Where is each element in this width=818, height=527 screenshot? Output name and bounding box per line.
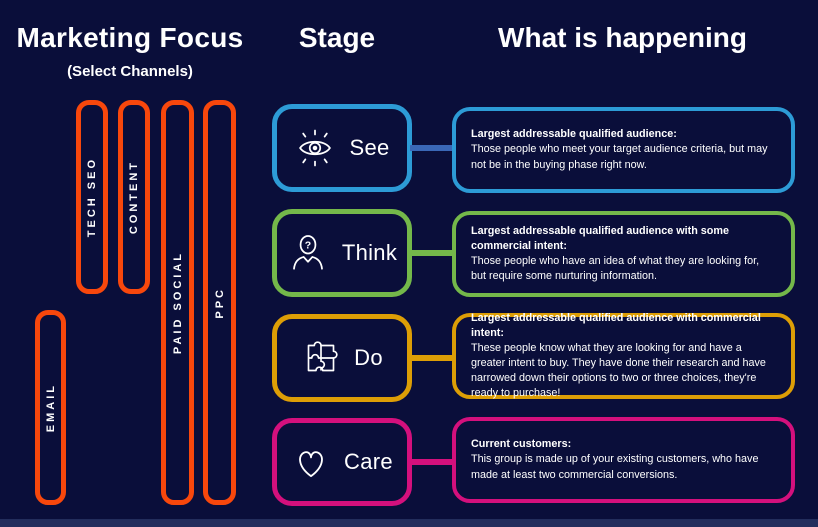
what-is-happening-title: What is happening [498, 22, 747, 53]
desc-heading: Current customers: [471, 438, 572, 451]
desc-heading: Largest addressable qualified audience w… [471, 224, 730, 252]
stage-box-see: See [272, 104, 412, 192]
channel-label: CONTENT [128, 159, 140, 235]
channel-pill-tech-seo: TECH SEO [76, 100, 108, 294]
channel-pill-ppc: PPC [203, 100, 236, 505]
channel-pill-content: CONTENT [118, 100, 150, 294]
stage-label: Care [344, 449, 393, 474]
eye-icon [294, 127, 336, 169]
desc-body: These people know what they are looking … [471, 341, 766, 400]
stage-box-care: Care [272, 418, 412, 506]
channel-label: PPC [213, 286, 226, 319]
connector-see [410, 145, 454, 151]
puzzle-icon [301, 338, 341, 378]
desc-body: Those people who have an idea of what th… [471, 255, 760, 283]
stage-label: Think [341, 240, 398, 265]
channel-label: TECH SEO [86, 156, 98, 238]
svg-text:?: ? [305, 240, 311, 252]
channel-label: PAID SOCIAL [171, 250, 184, 355]
stage-box-think: ? Think [272, 209, 412, 297]
channel-label: EMAIL [44, 382, 57, 433]
select-channels-subtitle: (Select Channels) [67, 63, 193, 80]
connector-do [410, 355, 454, 361]
channel-pill-paid-social: PAID SOCIAL [161, 100, 194, 505]
stage-label: Do [354, 345, 383, 370]
footer-strip [0, 519, 818, 527]
marketing-focus-title: Marketing Focus [16, 22, 244, 53]
desc-box-care: Current customers: This group is made up… [452, 417, 795, 503]
heart-icon [291, 442, 331, 482]
stage-box-do: Do [272, 314, 412, 402]
desc-heading: Largest addressable qualified audience: [471, 128, 677, 141]
desc-heading: Largest addressable qualified audience w… [471, 311, 761, 339]
stage-label: See [349, 135, 390, 160]
person-question-icon: ? [287, 232, 329, 274]
connector-think [410, 250, 454, 256]
connector-care [410, 459, 454, 465]
channel-pill-email: EMAIL [35, 310, 66, 505]
desc-body: Those people who meet your target audien… [471, 143, 768, 171]
desc-box-do: Largest addressable qualified audience w… [452, 311, 795, 400]
desc-box-see: Largest addressable qualified audience: … [452, 107, 795, 193]
desc-body: This group is made up of your existing c… [471, 453, 759, 481]
stage-title: Stage [298, 22, 376, 53]
desc-box-think: Largest addressable qualified audience w… [452, 211, 795, 297]
